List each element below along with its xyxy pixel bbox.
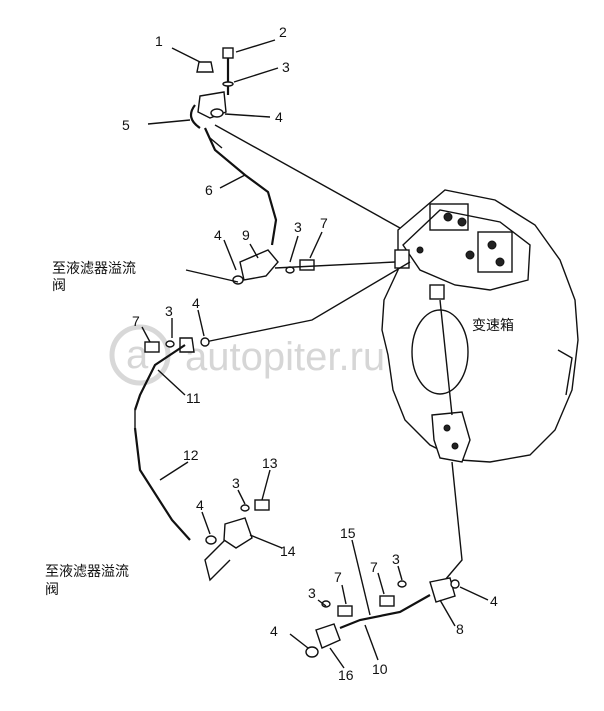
valve-block-top <box>429 203 469 231</box>
leader-lines <box>141 39 489 669</box>
transmission-label: 变速箱 <box>472 318 514 334</box>
callout-5: 5 <box>122 117 130 133</box>
fitting-9-group <box>185 249 315 285</box>
callout-3-f: 3 <box>308 585 316 601</box>
callout-numbers: 1 2 3 5 4 6 4 9 3 7 7 3 4 11 12 3 13 4 1… <box>122 24 498 683</box>
left-fitting-group <box>144 337 210 353</box>
callout-9: 9 <box>242 227 250 243</box>
hose-12 <box>133 427 191 541</box>
callout-7-b: 7 <box>132 313 140 329</box>
callout-11: 11 <box>186 390 201 406</box>
callout-3-d: 3 <box>232 475 240 491</box>
callout-4-f: 4 <box>270 623 278 639</box>
annotation-top-line1: 至液滤器溢流 <box>52 261 136 277</box>
lower-port-block <box>431 411 471 463</box>
housing-opening <box>411 309 469 395</box>
callout-4-e: 4 <box>490 593 498 609</box>
valve-block-side <box>477 231 513 273</box>
callout-3-a: 3 <box>282 59 290 75</box>
annotation-top: 至液滤器溢流 阀 <box>52 261 136 294</box>
hose-6 <box>203 127 278 246</box>
pipe-lower <box>444 461 463 581</box>
bolt-head <box>222 47 234 59</box>
watermark: a autopiter.ru <box>109 324 385 386</box>
watermark-logo-letter: a <box>126 333 149 377</box>
callout-16: 16 <box>338 667 354 683</box>
callout-4-b: 4 <box>214 227 222 243</box>
callout-3-e: 3 <box>392 551 400 567</box>
callout-3-b: 3 <box>294 219 302 235</box>
callout-12: 12 <box>183 447 199 463</box>
annotation-top-line2: 阀 <box>52 278 66 294</box>
pipe-middle <box>204 261 411 343</box>
watermark-logo-circle <box>109 324 171 386</box>
callout-7-c: 7 <box>334 569 342 585</box>
callout-15: 15 <box>340 525 356 541</box>
callout-10: 10 <box>372 661 388 677</box>
callout-7-d: 7 <box>370 559 378 575</box>
middle-port-fitting <box>429 284 445 300</box>
annotation-bottom: 至液滤器溢流 阀 <box>45 564 129 598</box>
callout-4-c: 4 <box>192 295 200 311</box>
seal-ring <box>210 108 224 118</box>
hose-11 <box>133 344 186 411</box>
annotation-bottom-line2: 阀 <box>45 582 59 598</box>
upper-fitting-assembly <box>189 47 234 129</box>
fitting-14-group <box>204 499 270 582</box>
callout-2: 2 <box>279 24 287 40</box>
transmission-housing <box>381 189 579 463</box>
callout-7-a: 7 <box>320 215 328 231</box>
pipe-fitting9 <box>274 261 396 269</box>
callout-13: 13 <box>262 455 278 471</box>
upper-port-fitting <box>394 249 410 269</box>
annotation-bottom-line1: 至液滤器溢流 <box>45 564 129 580</box>
callout-3-c: 3 <box>165 303 173 319</box>
watermark-text: autopiter.ru <box>185 335 385 379</box>
callout-14: 14 <box>280 543 296 559</box>
callout-6: 6 <box>205 182 213 198</box>
lower-fitting-group <box>305 577 460 658</box>
washer <box>222 81 234 87</box>
callout-4-d: 4 <box>196 497 204 513</box>
callout-1: 1 <box>155 33 163 49</box>
callout-8: 8 <box>456 621 464 637</box>
pipe-transmission-lower <box>439 299 453 416</box>
callout-4-a: 4 <box>275 109 283 125</box>
cap-nut <box>196 61 214 73</box>
pipe-upper <box>214 124 401 229</box>
